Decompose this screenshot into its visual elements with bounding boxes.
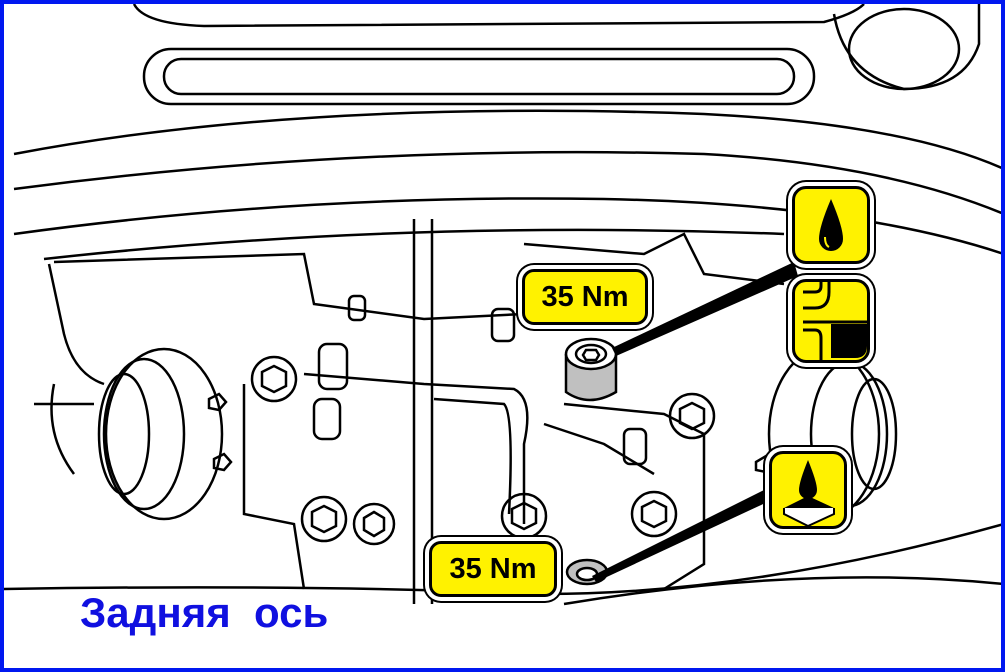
drain-oil-icon [769,451,847,529]
torque-callout-filler-plug: 35 Nm [522,269,648,325]
oil-drop-icon [792,186,870,264]
torque-callout-drain-plug: 35 Nm [429,541,557,597]
diagram-title: Задняя ось [80,589,329,636]
fill-level-icon [792,279,870,363]
